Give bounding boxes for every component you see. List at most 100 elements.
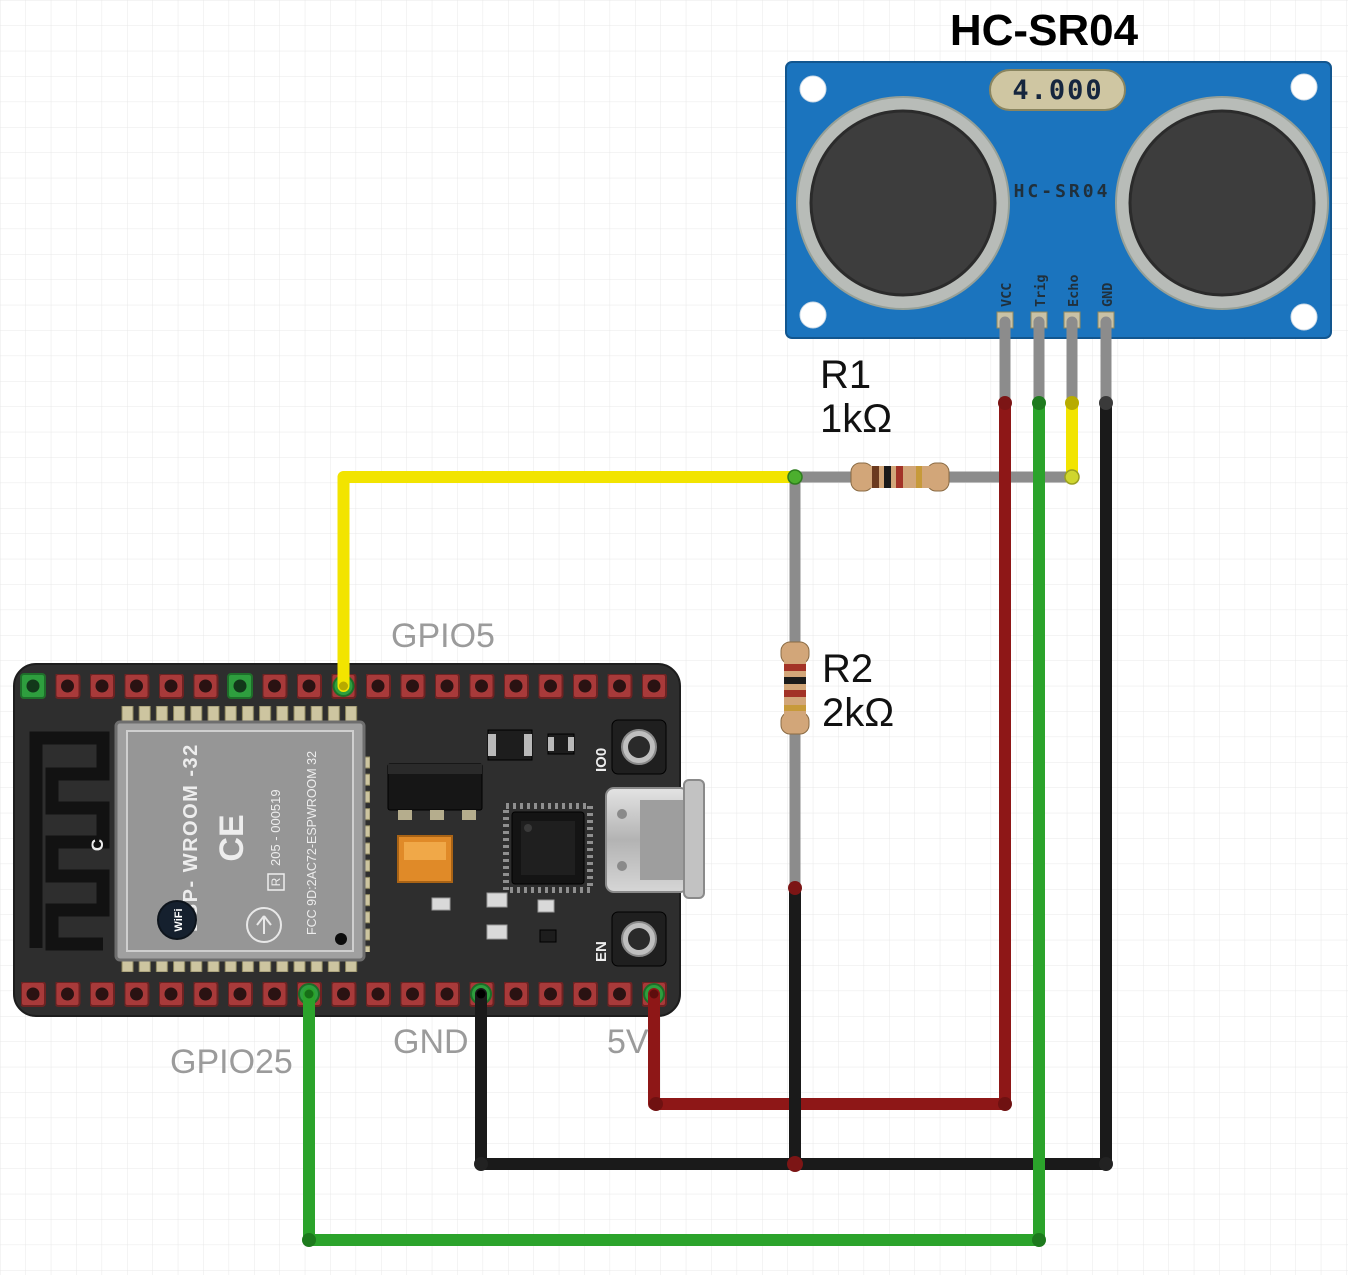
esp32-board[interactable]: C ESP- WROOM -32 WiFi CE R 205 - 000519 …	[13, 663, 705, 1017]
resistor-r2[interactable]	[780, 641, 810, 735]
junction-gnd-rail[interactable]	[787, 1156, 803, 1172]
bend-black-left[interactable]	[474, 1157, 488, 1171]
bend-echo-top[interactable]	[1065, 396, 1079, 410]
wire-gpio5-yellow[interactable]	[337, 471, 801, 692]
green-pin-hole	[26, 679, 40, 693]
r-mark-letter: R	[269, 877, 283, 886]
fcc-id-label: FCC 9D:2AC72-ESPWROOM 32	[305, 751, 319, 935]
pin-label-trig: Trig	[1033, 274, 1049, 307]
cert-number: 205 - 000519	[268, 789, 283, 866]
usb-lip	[683, 779, 705, 899]
esp32-chip	[503, 803, 593, 893]
mount-hole-top-left	[799, 75, 827, 103]
pin-top-1-green[interactable]	[20, 673, 46, 699]
band-red	[784, 664, 806, 671]
resistor-body	[784, 650, 806, 724]
gpio25-label: GPIO25	[170, 1043, 293, 1081]
chip-pin1-dot	[524, 824, 532, 832]
pin-label-echo: Echo	[1066, 274, 1082, 307]
cert-antenna-glyph	[256, 915, 272, 934]
pin-label-vcc: VCC	[999, 283, 1015, 307]
mount-hole-bottom-right	[1290, 303, 1318, 331]
pin-top-7-green[interactable]	[227, 673, 253, 699]
junction-divider-tap[interactable]	[787, 469, 803, 485]
wire-vcc-red[interactable]	[648, 397, 1011, 1110]
smd-terminal	[524, 734, 532, 756]
button-plunger	[628, 928, 650, 950]
cert-logo-circle	[246, 907, 282, 943]
regulator-leg	[398, 810, 412, 820]
sensor-silkscreen-label: HC-SR04	[1014, 181, 1111, 202]
r1-value-label: 1kΩ	[820, 397, 892, 441]
mount-hole-top-right	[1290, 73, 1318, 101]
smd-terminal	[488, 734, 496, 756]
end-gpio25[interactable]	[304, 989, 314, 999]
transducer-mesh	[1128, 109, 1316, 297]
crystal-body	[989, 69, 1126, 111]
resistor-r1[interactable]	[850, 462, 950, 492]
band-red	[896, 466, 903, 488]
transducer-mesh	[809, 109, 997, 297]
regulator-leg	[462, 810, 476, 820]
band-red	[784, 690, 806, 697]
bend-green-right[interactable]	[1032, 1233, 1046, 1247]
orange-highlight	[404, 842, 446, 860]
bend-black-right[interactable]	[1099, 1157, 1113, 1171]
bend-vcc-top[interactable]	[998, 396, 1012, 410]
usb-dimple	[617, 809, 627, 819]
wifi-logo: WiFi	[157, 900, 197, 940]
module-pin1-dot	[335, 933, 347, 945]
band-brown	[872, 466, 879, 488]
transducer-right	[1115, 96, 1329, 310]
module-pads-top	[119, 706, 361, 722]
end-gpio5[interactable]	[339, 681, 348, 691]
bend-echo-r1[interactable]	[1064, 469, 1080, 485]
silkscreen-c-label: C	[88, 839, 107, 851]
esp-wroom-32-module[interactable]: ESP- WROOM -32 WiFi CE R 205 - 000519 FC…	[114, 720, 366, 962]
smd-passive	[539, 929, 557, 943]
smd-passive	[431, 897, 451, 911]
smd-terminal	[548, 737, 554, 751]
voltage-regulator	[387, 763, 483, 820]
wire-trig-green[interactable]	[303, 397, 1045, 1246]
japan-cert-mark: R 205 - 000519	[267, 789, 285, 891]
module-name-label: ESP- WROOM -32	[180, 743, 202, 932]
micro-usb-connector[interactable]	[605, 779, 705, 899]
usb-shell-shading	[640, 800, 686, 880]
antenna-cert-logo	[246, 907, 282, 943]
r2-value-label: 2kΩ	[822, 691, 894, 735]
boot-button[interactable]	[611, 719, 667, 775]
bend-green-left[interactable]	[302, 1233, 316, 1247]
button-plunger	[628, 736, 650, 758]
band-black	[784, 677, 806, 684]
gnd-label: GND	[393, 1023, 469, 1061]
hcsr04-sensor[interactable]: 4.000 HC-SR04 VCC Trig Echo GND	[785, 61, 1332, 339]
band-black	[884, 466, 891, 488]
end-gnd[interactable]	[476, 989, 486, 999]
sensor-title-label: HC-SR04	[950, 6, 1139, 55]
wifi-antenna-trace	[29, 731, 110, 951]
smd-terminal	[568, 737, 574, 751]
pin-label-gnd: GND	[1100, 283, 1116, 307]
orange-component	[397, 835, 453, 883]
mount-hole-bottom-left	[799, 301, 827, 329]
wifi-logo-badge	[157, 900, 197, 940]
en-button[interactable]	[611, 911, 667, 967]
r2-name-label: R2	[822, 647, 873, 691]
r1-name-label: R1	[820, 353, 871, 397]
transducer-left	[796, 96, 1010, 310]
bend-red-left[interactable]	[649, 1097, 663, 1111]
pin-header-bottom[interactable]	[20, 982, 668, 1007]
end-5v[interactable]	[649, 989, 659, 999]
bend-r2-bottom[interactable]	[788, 881, 802, 895]
usb-dimple	[617, 861, 627, 871]
bend-gnd-top[interactable]	[1099, 396, 1113, 410]
bend-trig-top[interactable]	[1032, 396, 1046, 410]
band-gold	[916, 466, 922, 488]
green-pin-hole	[233, 679, 247, 693]
gpio5-label: GPIO5	[391, 617, 495, 655]
regulator-tab	[388, 764, 482, 774]
bend-red-right[interactable]	[998, 1097, 1012, 1111]
